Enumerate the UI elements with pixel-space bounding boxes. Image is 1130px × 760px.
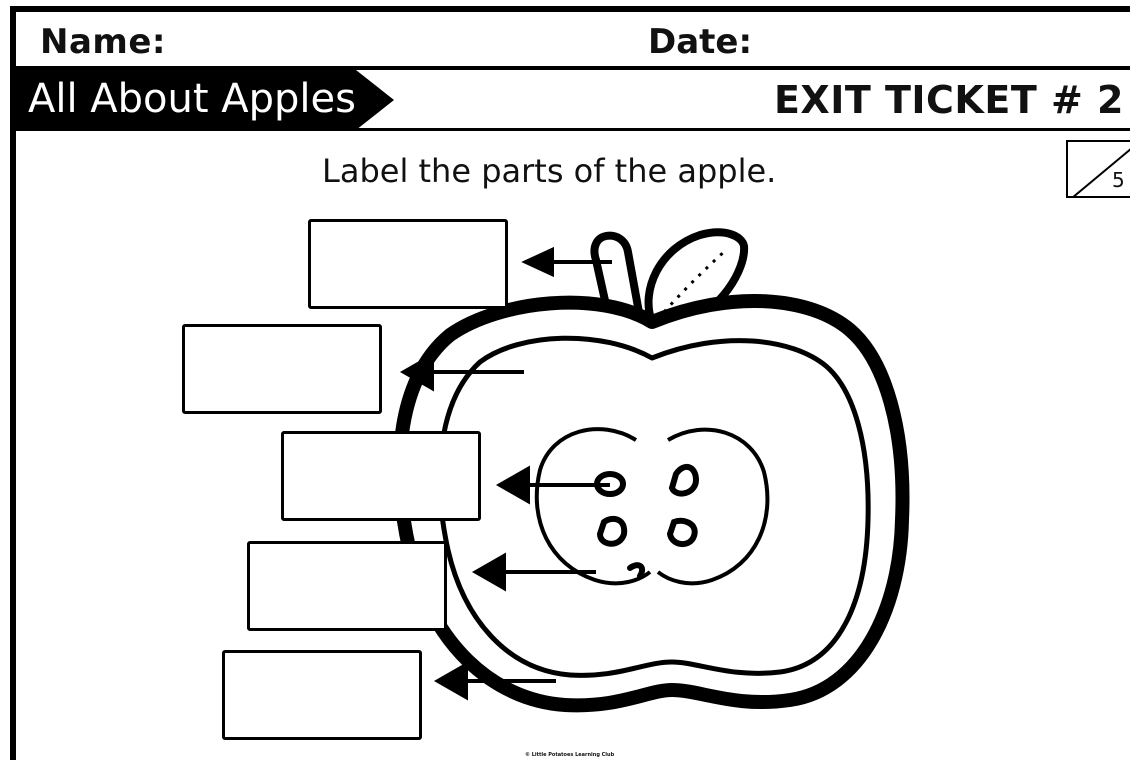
seed-icon [666, 517, 698, 547]
arrow-left-icon [495, 465, 610, 505]
title-banner [16, 70, 394, 130]
core-right-icon [656, 427, 770, 586]
copyright-text: © Little Potatoes Learning Club [525, 752, 615, 758]
divider [16, 66, 1130, 70]
arrow-left-icon [471, 552, 596, 592]
arrow-left-icon [521, 246, 612, 278]
frame-border-left [10, 6, 16, 760]
name-label: Name: [40, 22, 166, 62]
label-answer-box-3[interactable] [281, 431, 481, 521]
arrow-left-icon [399, 352, 524, 392]
core-left-icon [534, 427, 652, 586]
score-box: 5 [1066, 140, 1130, 198]
instructions-text: Label the parts of the apple. [322, 152, 777, 190]
banner-title: All About Apples [28, 76, 356, 122]
label-answer-box-1[interactable] [308, 219, 508, 309]
date-label: Date: [648, 22, 753, 62]
exit-ticket-title: EXIT TICKET # 2 [773, 78, 1124, 122]
label-answer-box-4[interactable] [247, 541, 447, 631]
frame-border-top [10, 6, 1130, 12]
score-total: 5 [1112, 168, 1125, 192]
arrow-left-icon [433, 661, 556, 701]
divider [16, 128, 1130, 131]
label-answer-box-5[interactable] [222, 650, 422, 740]
stem-icon [590, 231, 644, 319]
seed-icon [596, 515, 628, 547]
label-answer-box-2[interactable] [182, 324, 382, 414]
seed-icon [668, 463, 700, 497]
score-slash-icon [1072, 148, 1130, 196]
apple-flesh-icon [437, 335, 871, 678]
